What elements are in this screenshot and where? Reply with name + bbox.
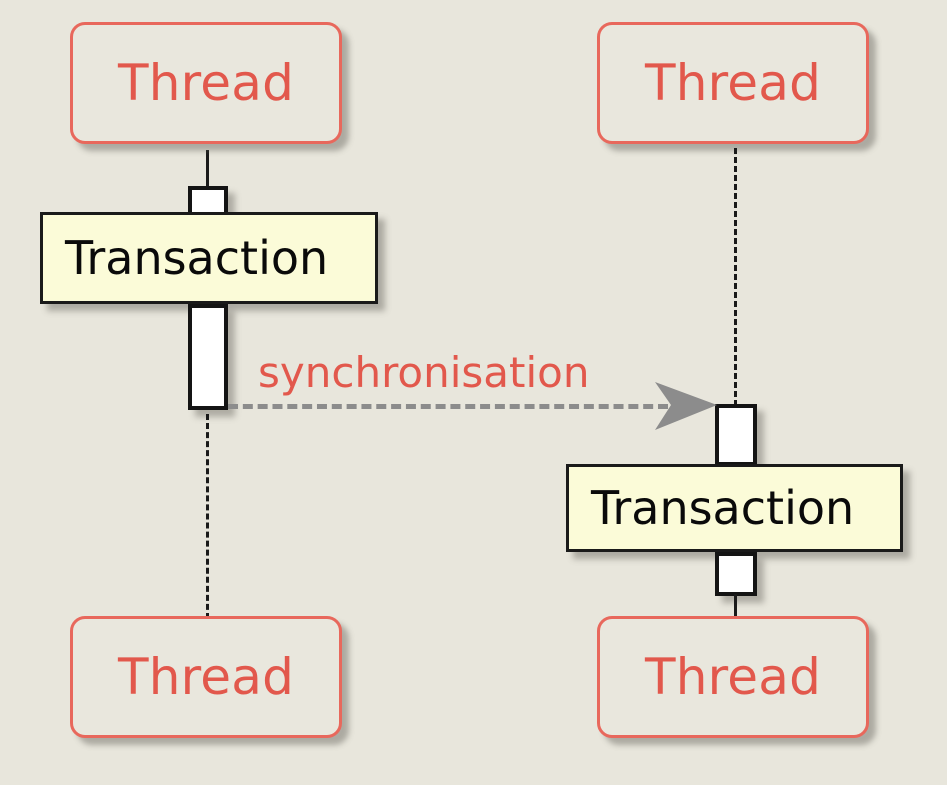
thread-box-left-top-label: Thread: [117, 54, 295, 112]
synchronisation-arrowhead: [655, 382, 717, 430]
transaction-box-right-label: Transaction: [591, 481, 855, 535]
thread-box-right-bottom[interactable]: Thread: [597, 616, 869, 738]
activation-bar-left-lower[interactable]: [188, 304, 228, 410]
thread-box-right-bottom-label: Thread: [644, 648, 822, 706]
thread-box-left-bottom[interactable]: Thread: [70, 616, 342, 738]
thread-box-right-top[interactable]: Thread: [597, 22, 869, 144]
lifeline-left: [206, 414, 209, 628]
thread-box-right-top-label: Thread: [644, 54, 822, 112]
lifeline-stub-left-top: [206, 150, 209, 188]
activation-bar-right-lower[interactable]: [715, 552, 757, 596]
lifeline-stub-right-bottom: [734, 594, 737, 618]
transaction-box-left[interactable]: Transaction: [40, 212, 378, 304]
thread-box-left-bottom-label: Thread: [117, 648, 295, 706]
thread-box-left-top[interactable]: Thread: [70, 22, 342, 144]
transaction-box-right[interactable]: Transaction: [566, 464, 903, 552]
transaction-box-left-label: Transaction: [65, 231, 329, 285]
activation-bar-right-upper[interactable]: [715, 404, 757, 466]
lifeline-right: [734, 148, 737, 406]
synchronisation-message-label: synchronisation: [258, 348, 590, 397]
synchronisation-message-line: [228, 404, 668, 409]
